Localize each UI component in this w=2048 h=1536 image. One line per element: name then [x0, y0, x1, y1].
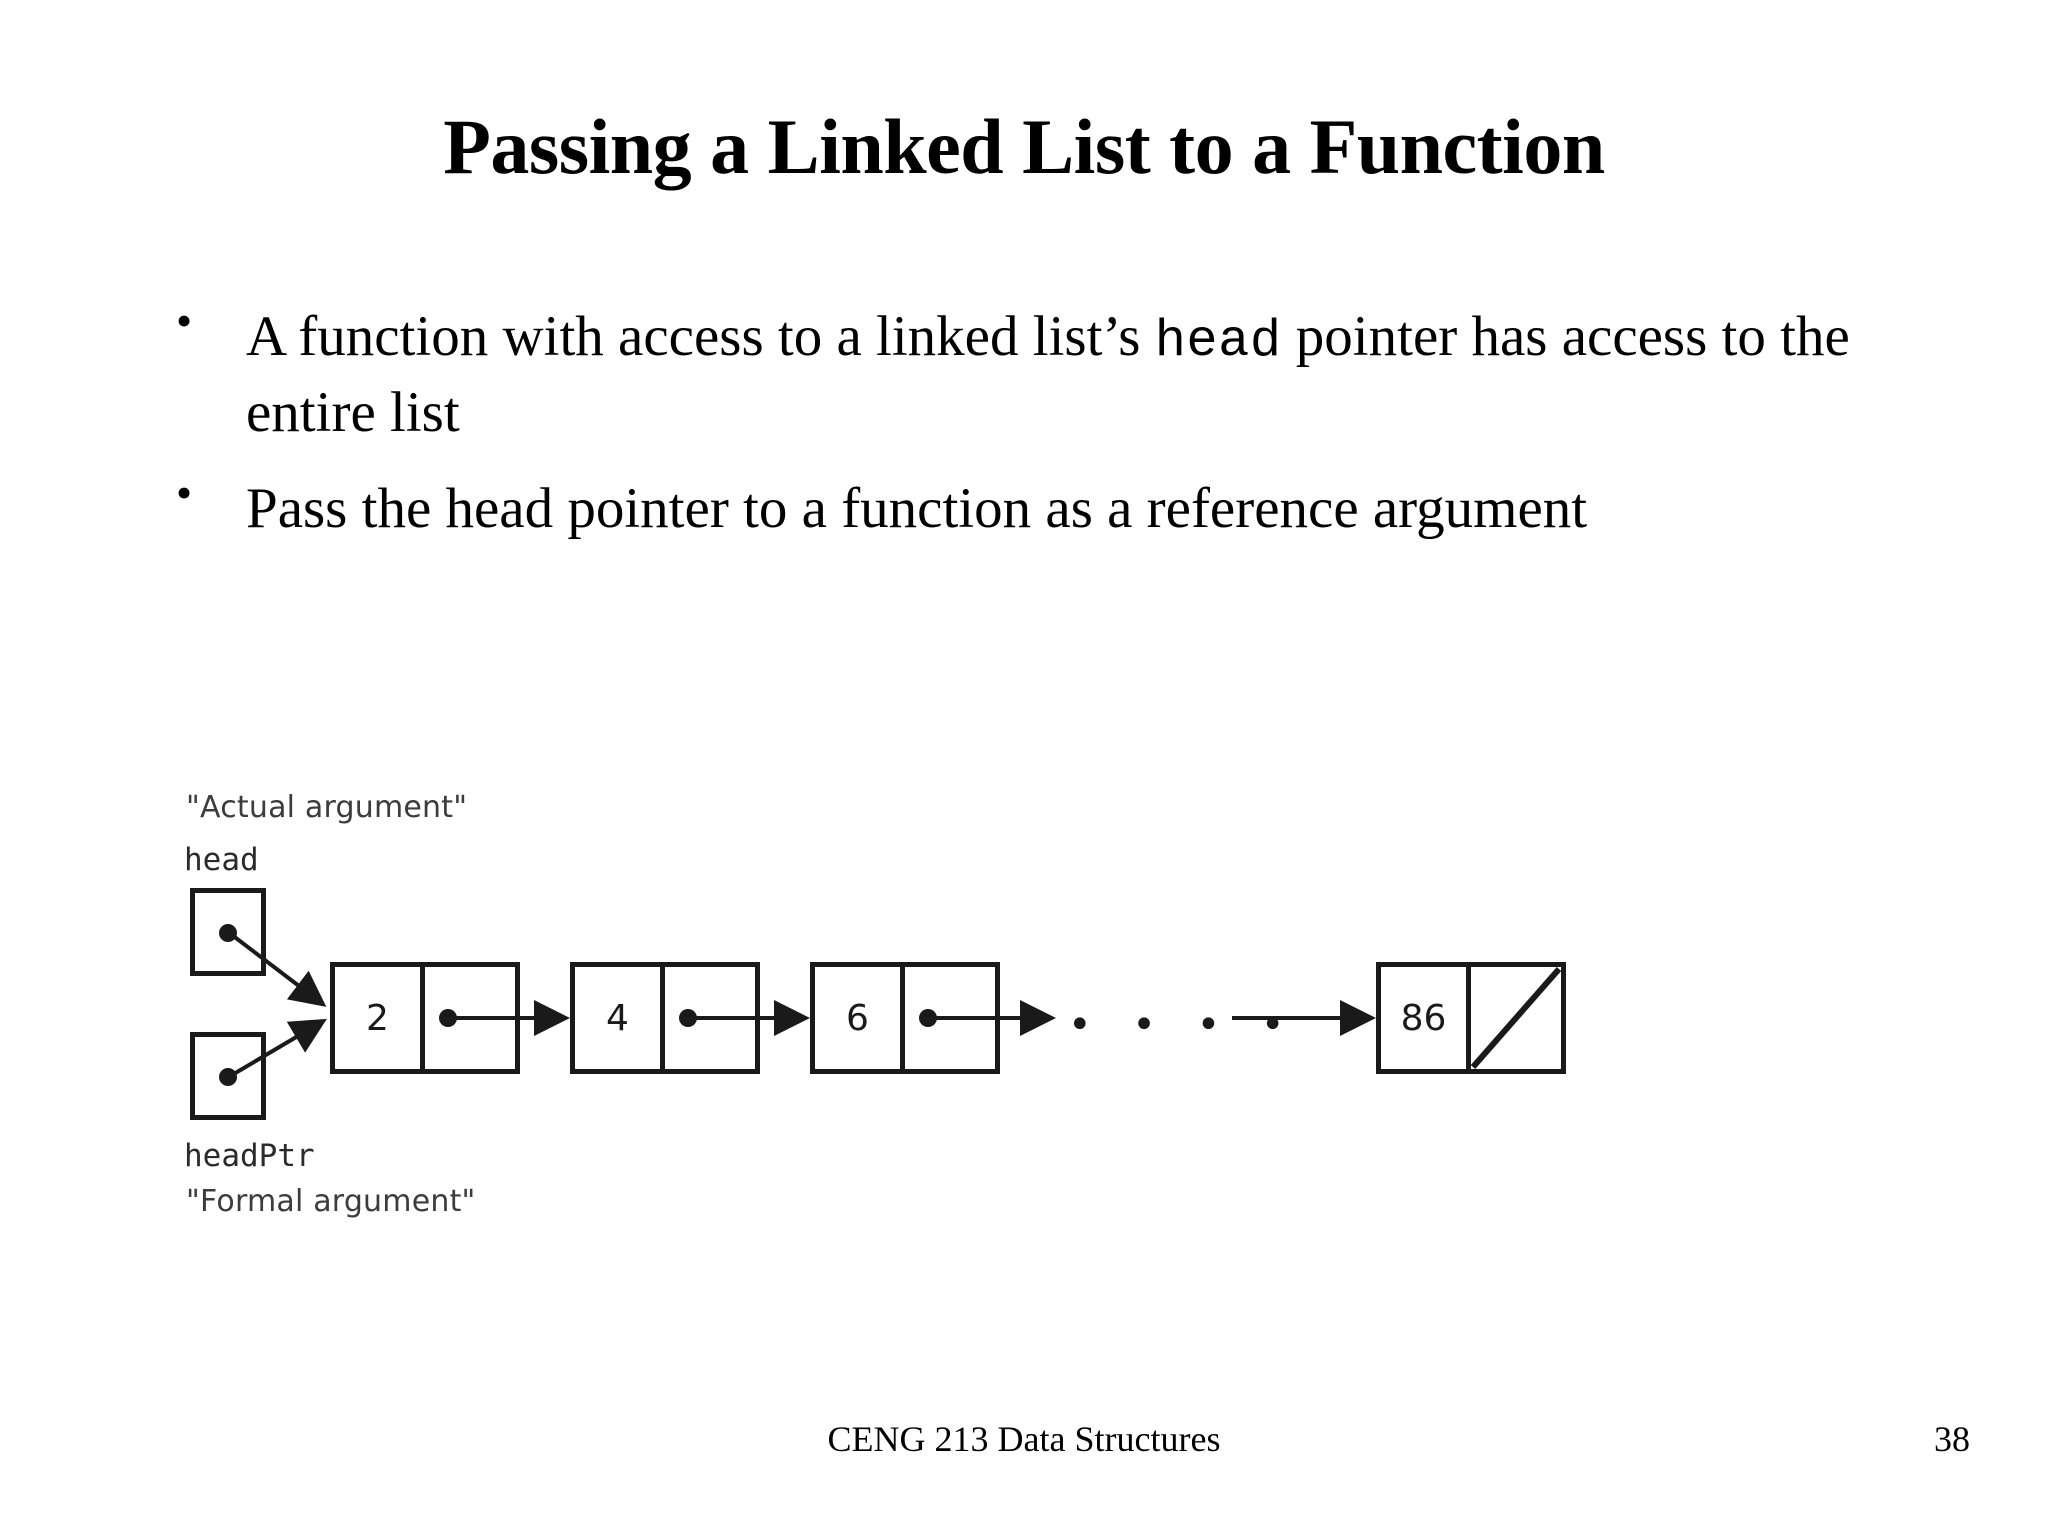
list-node: 4	[570, 962, 760, 1074]
formal-argument-label: "Formal argument"	[186, 1184, 476, 1219]
node-next-cell	[425, 967, 515, 1069]
bullet-list: • A function with access to a linked lis…	[168, 295, 1928, 568]
list-node: 2	[330, 962, 520, 1074]
node-null-cell	[1470, 967, 1562, 1069]
bullet-text-after: pointer has access to the entire list	[246, 305, 1850, 444]
headptr-pointer-box	[190, 1032, 266, 1120]
node-value: 86	[1381, 967, 1471, 1069]
page-title: Passing a Linked List to a Function	[443, 103, 1605, 190]
list-node-last: 86	[1376, 962, 1566, 1074]
bullet-text: Pass the head pointer to a function as a…	[246, 476, 1588, 540]
linked-list-diagram: "Actual argument" head headPtr "Formal a…	[180, 790, 1860, 1300]
node-next-cell	[905, 967, 995, 1069]
bullet-code-head: head	[1154, 312, 1282, 371]
node-value: 2	[335, 967, 425, 1069]
list-node: 6	[810, 962, 1000, 1074]
ellipsis-dots: • • • •	[1068, 1002, 1299, 1048]
bullet-text: A function with access to a linked list’…	[246, 300, 1928, 450]
bullet-marker-icon: •	[176, 466, 193, 518]
footer-page-number: 38	[1934, 1419, 1970, 1459]
node-next-cell	[665, 967, 755, 1069]
head-variable-label: head	[184, 842, 259, 878]
actual-argument-label: "Actual argument"	[186, 790, 468, 825]
bullet-text-before: A function with access to a linked list’…	[246, 305, 1155, 368]
footer-course: CENG 213 Data Structures	[827, 1419, 1221, 1459]
headptr-variable-label: headPtr	[184, 1138, 315, 1174]
head-pointer-box	[190, 888, 266, 976]
bullet-marker-icon: •	[176, 295, 193, 346]
node-value: 4	[575, 967, 665, 1069]
null-slash-icon	[1470, 967, 1562, 1069]
list-item: • Pass the head pointer to a function as…	[168, 466, 1928, 546]
node-value: 6	[815, 967, 905, 1069]
list-item: • A function with access to a linked lis…	[168, 295, 1928, 450]
